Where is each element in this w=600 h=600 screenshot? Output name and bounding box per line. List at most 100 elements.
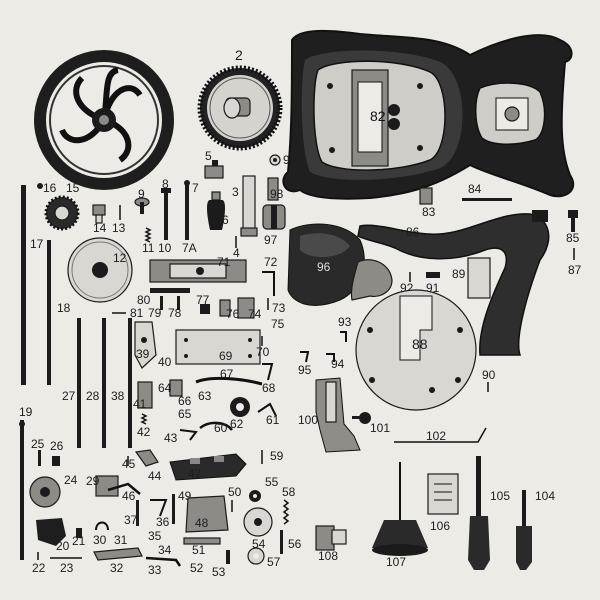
label-60: 60 (214, 421, 228, 435)
label-80: 80 (137, 293, 151, 307)
part-60 (199, 421, 233, 431)
part-108 (315, 525, 347, 551)
label-87: 87 (568, 263, 582, 277)
label-31: 31 (114, 533, 128, 547)
label-53: 53 (212, 565, 226, 579)
label-11: 11 (142, 241, 155, 255)
part-48 (185, 495, 229, 533)
label-19: 19 (19, 405, 33, 419)
part-95 (300, 351, 310, 363)
label-82: 82 (370, 108, 386, 124)
part-49 (172, 494, 175, 524)
arm-86 (357, 210, 550, 356)
part-89 (467, 257, 491, 299)
label-43: 43 (164, 431, 178, 445)
label-10: 10 (158, 241, 172, 255)
label-90: 90 (482, 368, 496, 382)
part-43 (179, 429, 198, 441)
label-13: 13 (112, 221, 126, 235)
screwdriver-105 (468, 456, 490, 570)
part-3 (240, 175, 258, 237)
part-53 (226, 550, 230, 564)
label-97: 97 (264, 233, 278, 247)
label-59: 59 (270, 449, 284, 463)
label-38: 38 (111, 389, 125, 403)
label-21: 21 (72, 534, 86, 548)
label-55: 55 (265, 475, 279, 489)
label-76: 76 (226, 307, 240, 321)
wire-102 (394, 427, 487, 443)
label-65: 65 (178, 407, 192, 421)
label-48: 48 (195, 516, 209, 530)
washer-54 (243, 507, 273, 537)
label-85: 85 (566, 231, 580, 245)
label-74: 74 (248, 307, 262, 321)
rod-19 (19, 420, 25, 560)
label-98: 98 (270, 187, 284, 201)
label-23: 23 (60, 561, 74, 575)
label-75: 75 (271, 317, 285, 331)
part-72 (262, 271, 275, 296)
rod-17 (21, 185, 26, 385)
label-30: 30 (93, 533, 107, 547)
label-81: 81 (130, 306, 144, 320)
part-67 (195, 376, 263, 386)
label-33: 33 (148, 563, 162, 577)
part-56 (280, 530, 283, 554)
part-9 (134, 197, 150, 214)
label-73: 73 (272, 301, 286, 315)
label-4: 4 (233, 246, 240, 260)
label-70: 70 (256, 345, 270, 359)
bed-plate-82 (282, 29, 575, 200)
part-39 (134, 321, 157, 369)
label-86: 86 (406, 225, 420, 239)
label-95: 95 (298, 363, 312, 377)
label-101: 101 (370, 421, 390, 435)
label-8: 8 (162, 177, 169, 191)
label-25: 25 (31, 437, 45, 451)
label-57: 57 (267, 555, 281, 569)
label-7: 7 (192, 181, 199, 195)
part-37 (136, 500, 139, 526)
label-46: 46 (122, 489, 136, 503)
label-104: 104 (535, 489, 555, 503)
label-72: 72 (264, 255, 278, 269)
label-96: 96 (317, 260, 331, 274)
label-22: 22 (32, 561, 46, 575)
label-67: 67 (220, 367, 234, 381)
spring-58 (282, 499, 290, 525)
label-32: 32 (110, 561, 124, 575)
label-102: 102 (426, 429, 446, 443)
part-76 (219, 299, 231, 317)
plate-69 (175, 329, 261, 365)
part-26 (52, 456, 60, 466)
label-84: 84 (468, 182, 482, 196)
part-47 (169, 453, 247, 481)
label-39: 39 (136, 347, 150, 361)
spring-11 (144, 227, 152, 243)
washer-57 (247, 547, 265, 565)
label-61: 61 (266, 413, 280, 427)
washer-62 (230, 397, 250, 417)
label-3: 3 (232, 185, 239, 199)
part-14 (92, 204, 106, 224)
label-6: 6 (222, 213, 229, 227)
part-30 (95, 521, 109, 531)
label-15: 15 (66, 181, 80, 195)
label-26: 26 (50, 439, 64, 453)
flywheel-1 (34, 50, 174, 190)
label-12: 12 (113, 251, 127, 265)
part-46 (107, 482, 141, 495)
label-58: 58 (282, 485, 296, 499)
spring-42 (140, 413, 148, 425)
label-69: 69 (219, 349, 233, 363)
label-52: 52 (190, 561, 204, 575)
label-107: 107 (386, 555, 406, 569)
part-8 (161, 188, 171, 240)
part-86b (350, 259, 393, 301)
screwdriver-104 (516, 490, 532, 570)
label-88: 88 (412, 336, 428, 352)
label-99: 99 (283, 153, 297, 167)
label-14: 14 (93, 221, 107, 235)
